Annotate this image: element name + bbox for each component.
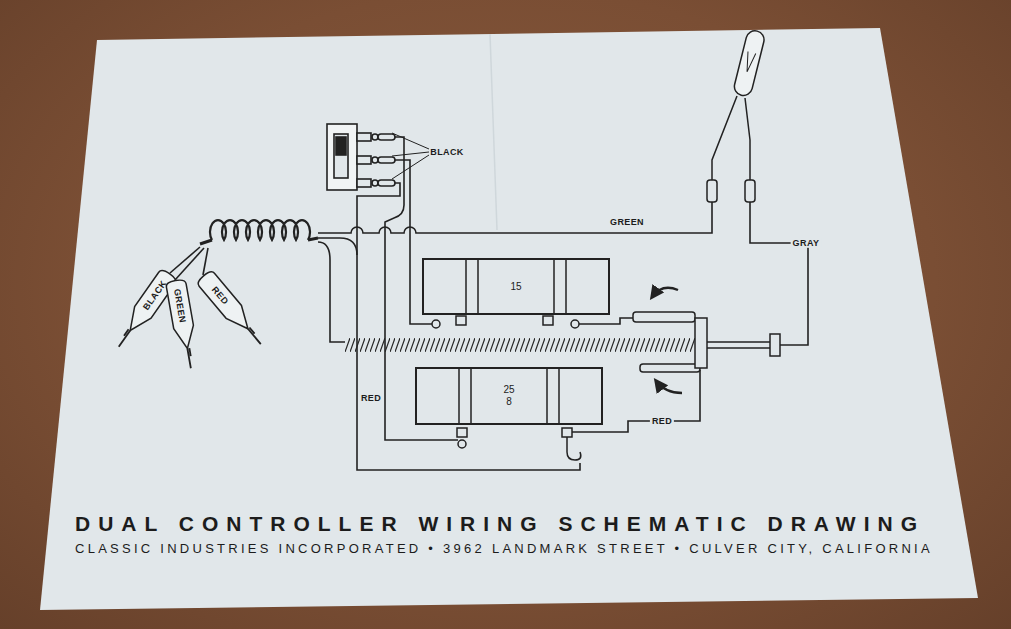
rheostat: [345, 288, 797, 393]
resistor-box: 15: [422, 258, 610, 315]
terminal: [378, 134, 395, 140]
shaft-thread: [780, 344, 797, 346]
resistor-segment: [558, 367, 560, 425]
resistor-segment: [477, 258, 479, 315]
plug-body: [166, 279, 198, 350]
caption: CLASSIC INDUSTRIES INCORPORATED • 3962 L…: [75, 541, 933, 557]
cord-wire: [318, 242, 345, 342]
terminal: [372, 180, 378, 186]
resistor-segment: [470, 367, 472, 425]
lug: [457, 428, 467, 437]
switch-wire: [357, 183, 580, 470]
cord-wire: [318, 238, 357, 255]
wire-color-label: GREEN: [608, 217, 646, 227]
hook-lug: [567, 437, 581, 460]
lamp: [707, 29, 766, 202]
resistor-segment: [546, 367, 548, 425]
lamp-connector: [745, 180, 755, 202]
coiled-cord: [210, 220, 310, 240]
drawing-part: [732, 29, 765, 97]
leader-line: [392, 133, 429, 149]
plug-lead: [203, 248, 208, 275]
plug-connector: GREEN: [164, 278, 199, 359]
terminal: [378, 157, 395, 163]
wiper-block: [695, 318, 707, 368]
plug-shape: [195, 268, 262, 342]
wire-color-label: GRAY: [791, 238, 822, 248]
leader-line: [392, 152, 429, 156]
terminal: [372, 157, 378, 163]
switch-slot: [334, 134, 348, 178]
lamp-connector: [707, 180, 717, 202]
resistor-segment: [458, 367, 460, 425]
leader-line: [392, 155, 429, 179]
wiring: [170, 133, 808, 470]
resistor-value: 25 8: [501, 384, 517, 408]
lamp-lead: [745, 98, 750, 180]
terminal: [378, 180, 395, 186]
resistor-wire: [579, 318, 633, 324]
resistor-segment: [553, 258, 555, 315]
terminal: [357, 179, 371, 187]
paper-fold: [490, 34, 497, 230]
plug-lead: [175, 248, 204, 280]
nut: [770, 334, 780, 356]
lug: [562, 428, 572, 437]
plug-connector: RED: [195, 268, 262, 342]
lug: [456, 316, 466, 325]
lug: [543, 316, 553, 325]
red-wire: [572, 370, 700, 432]
resistor-box: 25 8: [415, 367, 603, 425]
slide-switch: [327, 124, 395, 190]
resistor-detail: [432, 258, 581, 460]
title: DUAL CONTROLLER WIRING SCHEMATIC DRAWING: [75, 512, 925, 535]
motion-arrow: [656, 381, 682, 393]
contact-plate: [640, 364, 700, 372]
terminal: [357, 156, 371, 164]
rheostat-coil: [345, 338, 705, 352]
paper-sheet: [40, 28, 978, 610]
resistor-value: 15: [511, 281, 522, 293]
ring-lug: [432, 320, 440, 328]
lamp-lead: [712, 96, 737, 180]
plug-pin: [248, 327, 262, 344]
lamp-filament: [743, 52, 756, 73]
ring-lug: [458, 440, 466, 448]
terminal: [372, 134, 378, 140]
ring-lug: [571, 320, 579, 328]
lamp-bulb: [732, 29, 765, 97]
green-wire: [318, 202, 712, 233]
wire-color-label: BLACK: [428, 147, 466, 157]
plug-pin: [187, 348, 192, 368]
contact-plate: [633, 312, 695, 322]
resistor-segment: [465, 258, 467, 315]
motion-arrow: [652, 288, 678, 297]
gray-wire: [750, 202, 808, 345]
plug-body: [196, 269, 256, 335]
resistor-segment: [565, 258, 567, 315]
wire-color-label: RED: [650, 416, 674, 426]
plug-pin: [117, 329, 130, 347]
switch-body: [327, 124, 357, 190]
cord: [308, 238, 318, 240]
terminal: [357, 133, 371, 141]
switch-slider: [336, 137, 346, 155]
cord: [200, 240, 212, 244]
shaft: [707, 342, 770, 348]
wire-color-label: RED: [359, 393, 383, 403]
